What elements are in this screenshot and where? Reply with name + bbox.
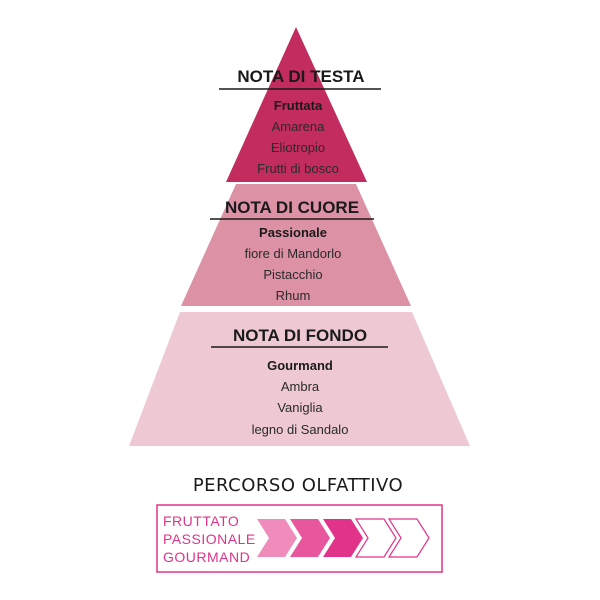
base-note-item: Vaniglia — [277, 400, 323, 415]
heart-note-item: Rhum — [276, 288, 311, 303]
base-note-title: NOTA DI FONDO — [233, 326, 367, 345]
heart-note-item: fiore di Mandorlo — [245, 246, 342, 261]
chevron-arrow-icon — [257, 519, 297, 557]
olfactory-path-box — [156, 504, 443, 573]
base-note-subtitle: Gourmand — [267, 358, 333, 373]
chevron-arrow-outline-icon — [354, 518, 397, 558]
chevron-arrow-icon — [290, 519, 330, 557]
olfactory-path-title: PERCORSO OLFATTIVO — [193, 475, 403, 496]
top-note-item: Eliotropio — [271, 140, 325, 155]
base-note-item: legno di Sandalo — [252, 422, 349, 437]
top-note-item: Amarena — [272, 119, 326, 134]
pyramid-middle-tier — [181, 184, 411, 306]
heart-note-subtitle: Passionale — [259, 225, 327, 240]
chevron-arrow-outline-icon — [387, 518, 430, 558]
top-note-title: NOTA DI TESTA — [237, 67, 364, 86]
pyramid-bottom-tier — [129, 312, 470, 446]
path-label-fruity: FRUTTATO — [163, 513, 239, 529]
base-note-item: Ambra — [281, 379, 320, 394]
heart-note-title: NOTA DI CUORE — [225, 198, 359, 217]
chevron-arrow-icon — [323, 519, 363, 557]
top-note-subtitle: Fruttata — [274, 98, 323, 113]
pyramid-top-tier — [226, 27, 367, 182]
top-note-item: Frutti di bosco — [257, 161, 339, 176]
heart-note-item: Pistacchio — [263, 267, 322, 282]
path-label-gourmand: GOURMAND — [163, 549, 250, 565]
path-label-passionate: PASSIONALE — [163, 531, 256, 547]
